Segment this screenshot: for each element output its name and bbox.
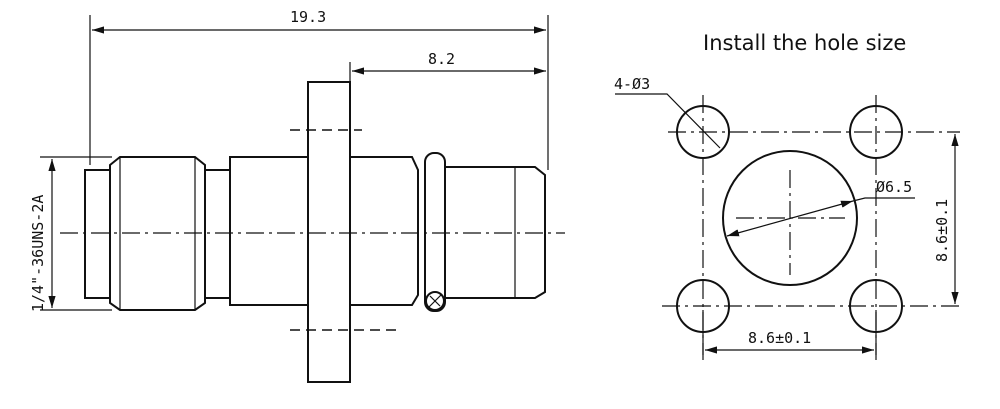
mounting-hole (676, 105, 730, 159)
overall-length-label: 19.3 (290, 8, 326, 26)
connector-side-view: 19.3 8.2 1/4"-36UNS-2A (29, 8, 565, 383)
horizontal-spacing-label: 8.6±0.1 (748, 329, 811, 347)
hole-pattern-view: Install the hole size Ø6.5 4-Ø3 8.6±0.1 … (614, 31, 960, 360)
vertical-spacing-label: 8.6±0.1 (933, 199, 951, 262)
thread-spec-label: 1/4"-36UNS-2A (29, 195, 47, 312)
flange-length-label: 8.2 (428, 50, 455, 68)
mounting-holes-label: 4-Ø3 (614, 75, 650, 93)
center-hole (722, 150, 858, 286)
center-hole-label: Ø6.5 (876, 178, 912, 196)
mounting-hole (849, 105, 903, 159)
flange (307, 81, 351, 383)
hole-size-title: Install the hole size (703, 31, 906, 55)
